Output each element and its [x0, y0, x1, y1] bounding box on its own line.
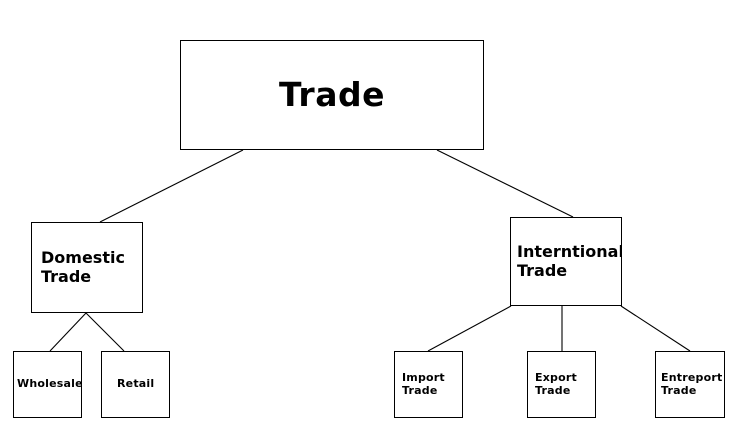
edge-domestic-wholesale — [49, 312, 87, 352]
node-trade-root[interactable]: Trade — [180, 40, 484, 150]
node-export-trade[interactable]: Export Trade — [527, 351, 596, 418]
node-wholesale-label: Wholesale — [17, 377, 82, 391]
edge-root-domestic — [99, 149, 244, 223]
node-domestic-trade[interactable]: Domestic Trade — [31, 222, 143, 313]
node-import-trade-label: Import Trade — [402, 370, 445, 397]
edge-international-entreport — [620, 305, 691, 352]
node-retail[interactable]: Retail — [101, 351, 170, 418]
node-trade-root-label: Trade — [279, 74, 385, 114]
edge-domestic-retail — [85, 312, 125, 352]
node-wholesale[interactable]: Wholesale — [13, 351, 82, 418]
node-import-trade[interactable]: Import Trade — [394, 351, 463, 418]
node-domestic-trade-label: Domestic Trade — [41, 247, 125, 286]
node-retail-label: Retail — [117, 377, 155, 391]
edge-international-import — [427, 305, 512, 352]
node-entreport-trade-label: Entreport Trade — [661, 370, 723, 397]
node-export-trade-label: Export Trade — [535, 370, 577, 397]
node-entreport-trade[interactable]: Entreport Trade — [655, 351, 725, 418]
edge-root-international — [436, 149, 574, 218]
node-international-trade-label: Interntional Trade — [517, 241, 622, 280]
node-international-trade[interactable]: Interntional Trade — [510, 217, 622, 306]
